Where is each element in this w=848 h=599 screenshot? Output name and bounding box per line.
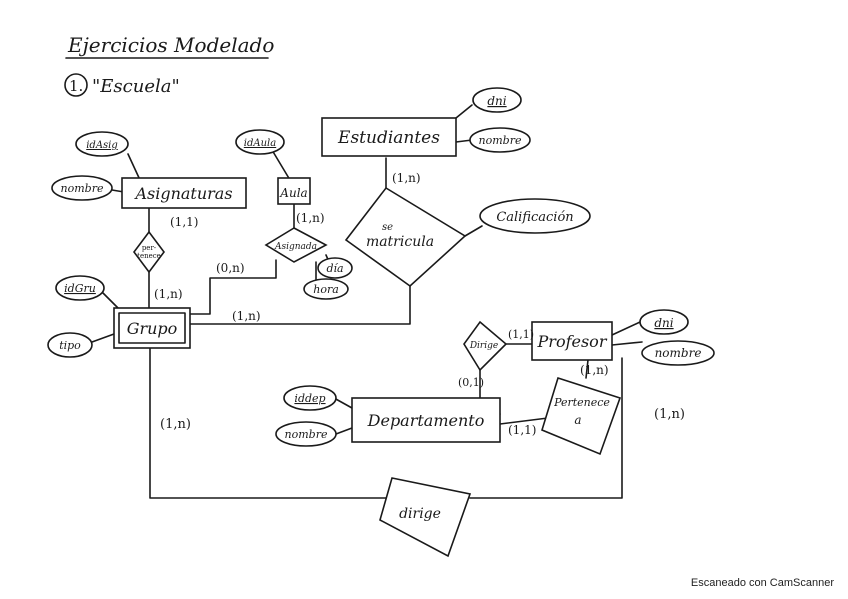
relationship-pertenece-asig: per- tenece [133, 230, 165, 274]
cardinality-estudiantes-matricula: (1,n) [392, 171, 421, 185]
relationship-matricula-label-1: se [382, 222, 393, 233]
relationship-asignada-label: Asignada [274, 242, 317, 252]
exercise-number-circle [64, 73, 88, 97]
attribute-tipo: tipo [47, 332, 93, 358]
cardinality-aula-asignada: (1,n) [296, 211, 325, 225]
attribute-dep-id: iddep [283, 385, 337, 411]
attribute-estudiantes-nombre: nombre [469, 127, 531, 153]
attribute-dia: día [317, 257, 353, 279]
attribute-tipo-label: tipo [59, 339, 81, 352]
entity-asignaturas: Asignaturas [121, 177, 247, 209]
attribute-dep-nombre-label: nombre [285, 428, 328, 441]
attribute-aula-id: idAula [235, 129, 285, 155]
cardinality-asig-pertenece: (1,1) [170, 215, 198, 229]
entity-asignaturas-label: Asignaturas [133, 184, 232, 203]
attribute-dep-nombre: nombre [275, 421, 337, 447]
attribute-hora: hora [303, 278, 349, 300]
entity-aula: Aula [277, 177, 311, 205]
cardinality-grupo-matricula: (1,n) [232, 309, 261, 323]
relationship-pertenece-dep: Pertenece a [541, 376, 622, 456]
page-title: Ejercicios Modelado [67, 33, 274, 57]
cardinality-profesor-dirige-grupo: (1,n) [654, 407, 685, 422]
cardinality-profesor-dirige: (1,1) [508, 328, 534, 341]
attribute-asig-id-label: idAsig [86, 140, 118, 151]
entity-estudiantes: Estudiantes [321, 117, 457, 157]
entity-departamento-label: Departamento [367, 411, 485, 430]
attribute-dep-id-label: iddep [294, 392, 325, 405]
relationship-dirige-grupo: dirige [379, 477, 472, 558]
attribute-profesor-nombre-label: nombre [655, 346, 702, 360]
relationship-pertenece-dep-label-2: a [574, 413, 581, 427]
cardinality-dep-pertenece: (1,1) [508, 423, 536, 437]
cardinality-grupo-asignada: (0,n) [216, 261, 245, 275]
attribute-profesor-dni-label: dni [654, 316, 673, 330]
relationship-dirige-grupo-label: dirige [399, 506, 441, 522]
attribute-aula-id-label: idAula [244, 138, 276, 149]
relationship-pertenece-asig-label-1: per- [142, 244, 157, 252]
attribute-hora-label: hora [313, 283, 339, 296]
relationship-pertenece-dep-label-1: Pertenece [553, 396, 610, 409]
relationship-dirige-dep-label: Dirige [469, 341, 498, 351]
cardinality-profesor-pertenece: (1,n) [580, 363, 609, 377]
cardinality-labels: (1,n) (1,1) (1,n) (1,n) (0,n) (1,n) (1,1… [154, 171, 685, 437]
attribute-grupo-id: idGru [55, 275, 105, 301]
attribute-asig-nombre: nombre [51, 175, 113, 201]
attribute-grupo-id-label: idGru [64, 282, 96, 295]
attribute-estudiantes-dni: dni [472, 87, 522, 113]
attribute-estudiantes-nombre-label: nombre [479, 134, 522, 147]
scanner-watermark: Escaneado con CamScanner [690, 577, 834, 589]
relationship-matricula: se matricula [344, 186, 467, 288]
cardinality-grupo-pertenece: (1,n) [154, 287, 183, 301]
attribute-estudiantes-dni-label: dni [487, 94, 506, 108]
attribute-asig-id: idAsig [75, 131, 129, 157]
entity-estudiantes-label: Estudiantes [337, 128, 440, 148]
entity-aula-label: Aula [279, 186, 307, 200]
attribute-asig-nombre-label: nombre [61, 182, 104, 195]
exercise-number: 1. [69, 77, 83, 95]
entity-departamento: Departamento [351, 397, 501, 443]
relationship-pertenece-asig-label-2: tenece [137, 252, 161, 260]
relationship-dirige-dep: Dirige [463, 320, 508, 372]
attribute-dia-label: día [326, 262, 343, 275]
entity-grupo-label: Grupo [127, 319, 178, 338]
attribute-calificacion: Calificación [479, 198, 591, 234]
entity-grupo: Grupo [113, 307, 191, 349]
attribute-profesor-nombre: nombre [641, 340, 715, 366]
entity-profesor: Profesor [531, 321, 613, 361]
exercise-name: "Escuela" [92, 76, 180, 97]
relationship-matricula-label-2: matricula [366, 234, 434, 250]
cardinality-dep-dirige: (0,1) [458, 376, 484, 389]
attribute-profesor-dni: dni [639, 309, 689, 335]
cardinality-grupo-dirige: (1,n) [160, 417, 191, 432]
attribute-calificacion-label: Calificación [496, 210, 573, 225]
entity-profesor-label: Profesor [537, 332, 608, 351]
relationship-asignada: Asignada [264, 227, 328, 263]
